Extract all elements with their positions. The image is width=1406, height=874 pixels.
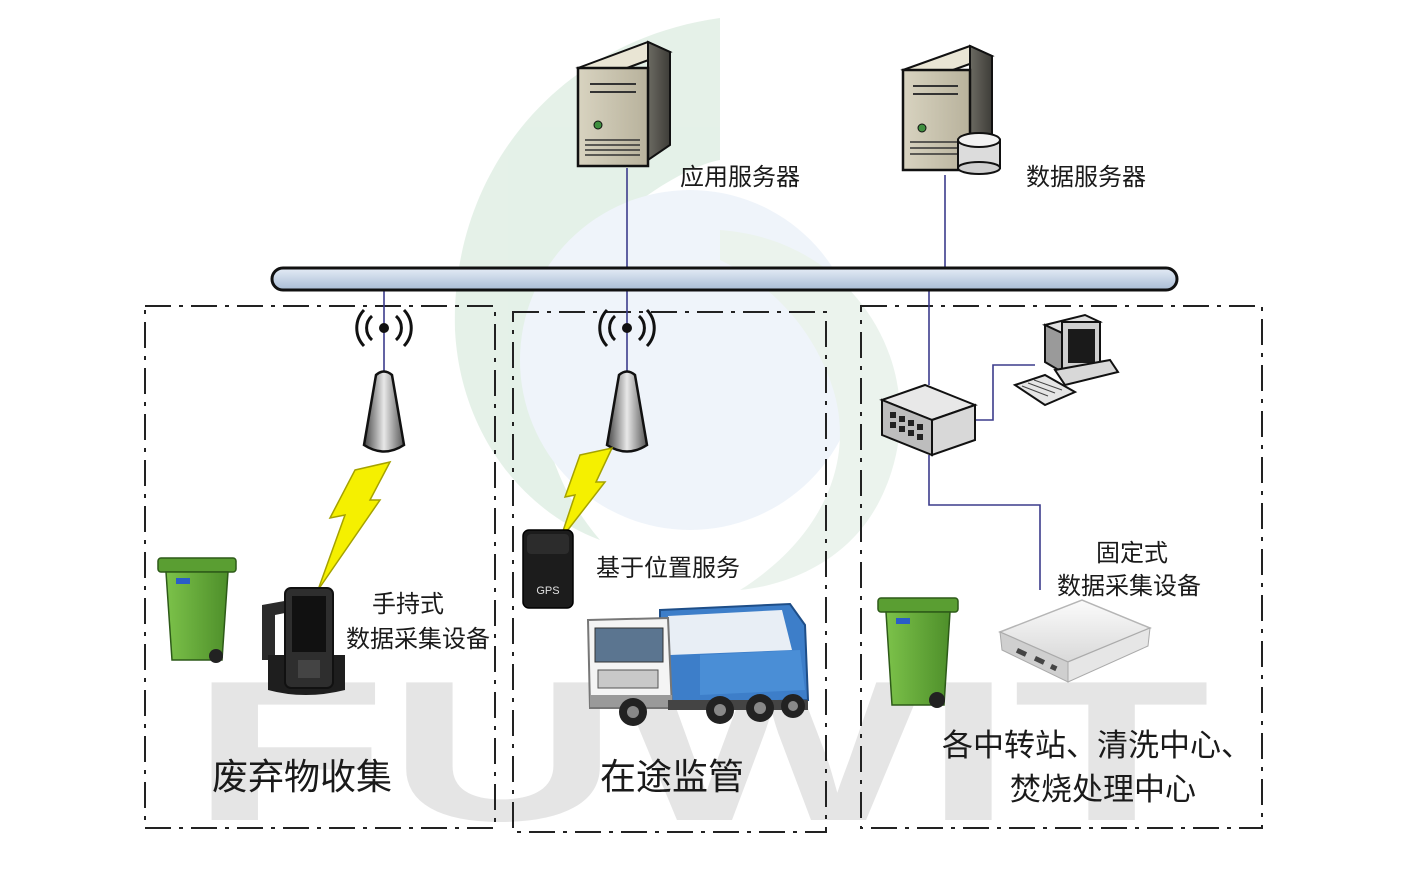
application-server-icon xyxy=(575,40,673,168)
section-box-stations xyxy=(860,305,1263,829)
section-title-stations-line2: 焚烧处理中心 xyxy=(1010,772,1196,808)
gps-device-text: GPS xyxy=(536,585,559,597)
lightning-signal-icon xyxy=(317,460,392,591)
handheld-label-line1: 手持式 xyxy=(372,590,444,618)
database-cylinder-icon xyxy=(957,132,1001,175)
fixed-label-line1: 固定式 xyxy=(1096,539,1168,567)
wireless-antenna-icon xyxy=(355,308,413,453)
section-boxes xyxy=(144,305,1263,833)
fixed-reader-icon xyxy=(998,599,1152,683)
handheld-label-line2: 数据采集设备 xyxy=(346,625,490,653)
trash-bin-icon xyxy=(877,597,959,708)
fixed-label-line2: 数据采集设备 xyxy=(1057,572,1201,600)
trash-bin-icon xyxy=(157,557,237,663)
app-server-label: 应用服务器 xyxy=(680,163,800,191)
section-title-waste-collection: 废弃物收集 xyxy=(212,757,393,798)
handheld-terminal-icon xyxy=(262,587,345,695)
gps-device-icon xyxy=(522,529,574,609)
gps-label: 基于位置服务 xyxy=(596,554,740,582)
lightning-signal-icon xyxy=(559,446,614,541)
garbage-truck-icon xyxy=(586,602,810,726)
wireless-antenna-icon xyxy=(598,308,656,453)
data-server-label: 数据服务器 xyxy=(1026,163,1146,191)
network-bus xyxy=(270,266,1179,292)
data-server-icon xyxy=(900,44,1001,175)
section-box-waste-collection xyxy=(144,305,496,829)
network-links xyxy=(383,168,1041,590)
section-box-transit xyxy=(512,311,827,833)
desktop-computer-icon xyxy=(1012,313,1120,407)
section-title-transit: 在途监管 xyxy=(600,757,745,798)
background-logo xyxy=(454,18,901,590)
section-title-stations-line1: 各中转站、清洗中心、 xyxy=(942,728,1252,764)
network-switch-icon xyxy=(879,383,978,457)
